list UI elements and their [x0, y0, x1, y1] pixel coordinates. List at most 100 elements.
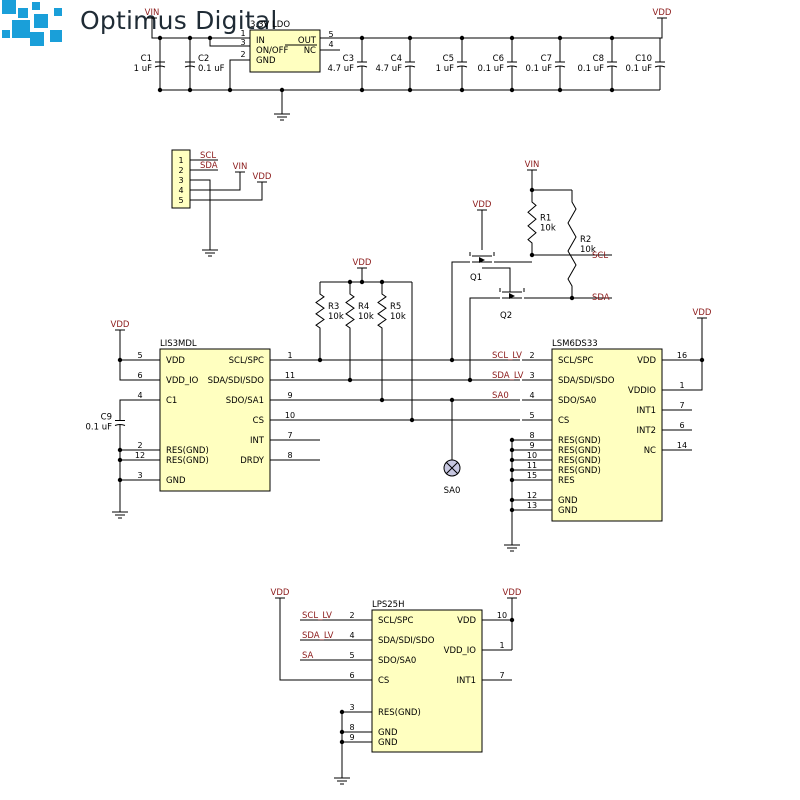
junction-dot — [347, 377, 353, 383]
pin-name: DRDY — [240, 456, 265, 466]
pin-name: VDD_IO — [444, 646, 477, 656]
lps25h-body — [371, 609, 483, 753]
pin-name: VDD — [166, 356, 185, 366]
q1-mosfet — [469, 252, 495, 263]
vdd-symbol-q1-label: VDD — [473, 200, 492, 210]
mosfet-arrow — [509, 293, 515, 299]
wire — [119, 399, 130, 420]
net-scl-lv: SCL_LV — [302, 611, 332, 621]
net-sda-lv: SDA_LV — [302, 631, 334, 641]
ldo-name: 3.3V LDO — [250, 20, 290, 30]
pin-name: RES(GND) — [558, 466, 601, 476]
junction-dot — [339, 739, 345, 745]
pin-name: CS — [253, 416, 264, 426]
pin-name: RES(GND) — [558, 436, 601, 446]
resistor-ref: R5 — [390, 302, 401, 312]
pin-name: OUT — [298, 36, 317, 46]
junction-dot — [509, 457, 515, 463]
capacitor-value: 0.1 uF — [478, 64, 505, 74]
pin-name: CS — [378, 676, 389, 686]
pin-name: INT2 — [637, 426, 656, 436]
pin-name: GND — [558, 496, 578, 506]
pin-name: SDA/SDI/SDO — [558, 376, 615, 386]
capacitor-ref: C10 — [635, 54, 652, 64]
capacitor-ref: C7 — [541, 54, 552, 64]
transistor-ref: Q2 — [500, 311, 512, 321]
transistor-ref: Q1 — [470, 273, 482, 283]
wire — [209, 38, 236, 47]
resistor-body — [345, 282, 355, 340]
junction-dot — [207, 35, 213, 41]
resistor-ref: R3 — [328, 302, 339, 312]
header-pin-number: 1 — [178, 156, 183, 165]
pin-number: 4 — [328, 40, 333, 49]
pin-name: INT1 — [637, 406, 656, 416]
pin-number: 8 — [529, 431, 534, 440]
capacitor-plate — [654, 65, 666, 68]
lsm6ds33-body — [551, 348, 663, 522]
header-net-sda: SDA — [200, 161, 218, 171]
pin-number: 8 — [349, 723, 354, 732]
vdd-symbol-lis3mdl-label: VDD — [111, 320, 130, 330]
wire — [469, 297, 500, 380]
pin-name: SDA/SDI/SDO — [378, 636, 435, 646]
pin-name: RES(GND) — [558, 456, 601, 466]
pin-number: 10 — [285, 411, 295, 420]
header-pin-number: 4 — [178, 186, 183, 195]
pin-name: GND — [378, 738, 398, 748]
capacitor-ref: C9 — [101, 413, 112, 423]
capacitor-value: 0.1 uF — [578, 64, 605, 74]
wire — [531, 170, 572, 191]
net-sa: SA — [302, 651, 314, 661]
ground-lis3mdl — [112, 511, 128, 519]
header-pin-number: 2 — [178, 166, 183, 175]
pin-name: GND — [378, 728, 398, 738]
capacitor-plate — [506, 65, 518, 68]
junction-dot — [449, 357, 455, 363]
capacitor-plate — [404, 65, 416, 68]
wires — [117, 18, 705, 778]
wire — [119, 330, 130, 381]
pin-number: 8 — [287, 451, 292, 460]
net-sda: SDA — [592, 293, 610, 303]
header-pin-number: 5 — [178, 196, 183, 205]
pin-name: SCL/SPC — [229, 356, 264, 366]
junction-dot — [339, 709, 345, 715]
pin-number: 14 — [677, 441, 687, 450]
lsm6ds33-name: LSM6DS33 — [552, 339, 598, 349]
capacitor-ref: C1 — [141, 54, 152, 64]
pin-number: 2 — [137, 441, 142, 450]
resistor-body — [377, 282, 387, 340]
pin-number: 4 — [137, 391, 142, 400]
pin-number: 11 — [285, 371, 295, 380]
resistor-ref: R4 — [358, 302, 369, 312]
capacitor-value: 4.7 uF — [328, 64, 355, 74]
pin-number: 9 — [349, 733, 354, 742]
pin-number: 2 — [529, 351, 534, 360]
pin-name: CS — [558, 416, 569, 426]
pin-number: 3 — [240, 38, 245, 47]
lis3mdl-name: LIS3MDL — [160, 339, 197, 349]
pin-number: 6 — [679, 421, 684, 430]
junction-dot — [117, 447, 123, 453]
pin-name: NC — [304, 46, 316, 56]
pin-number: 1 — [499, 641, 504, 650]
capacitor-ref: C3 — [343, 54, 354, 64]
capacitor-plate — [456, 65, 468, 68]
wire — [190, 179, 211, 250]
pin-number: 15 — [527, 471, 537, 480]
wire — [692, 360, 703, 391]
capacitor-ref: C5 — [443, 54, 454, 64]
pin-number: 7 — [679, 401, 684, 410]
capacitor-plate — [606, 65, 618, 68]
wire — [279, 598, 342, 681]
pin-name: VDD — [457, 616, 476, 626]
pin-name: NC — [644, 446, 656, 456]
lis3mdl-body — [159, 348, 271, 492]
pin-name: INT — [250, 436, 265, 446]
capacitor-plate — [356, 65, 368, 68]
pin-number: 12 — [527, 491, 537, 500]
vin-symbol-ldo-label: VIN — [145, 8, 160, 18]
vdd-symbol-lps25h-right-label: VDD — [503, 588, 522, 598]
junction-dot — [467, 377, 473, 383]
